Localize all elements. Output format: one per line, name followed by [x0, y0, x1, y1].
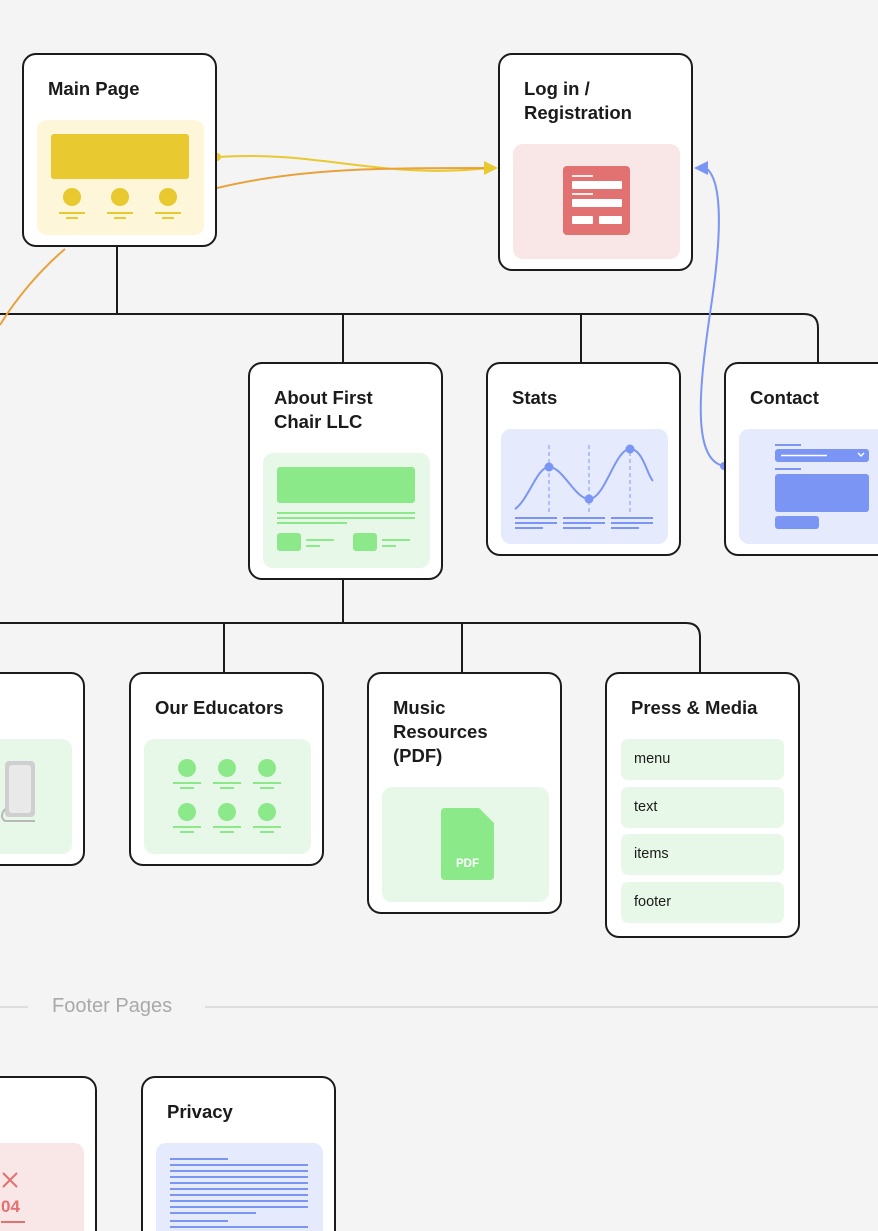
form-icon: [563, 166, 630, 235]
press-item-items[interactable]: items: [621, 834, 784, 875]
tree-connector: [0, 246, 819, 364]
tree-connector: [0, 578, 701, 673]
flow-arrow-head: [484, 161, 498, 175]
hero-banner: [51, 134, 189, 179]
login-thumbnail: [513, 144, 680, 259]
music-resources-thumbnail: PDF: [382, 787, 549, 902]
footer-section-label: Footer Pages: [52, 995, 173, 1017]
history-thumbnail: [0, 739, 72, 854]
card-title: Press & Media: [631, 697, 758, 718]
contact-thumbnail: [739, 429, 878, 544]
not-found-card[interactable]: 04: [0, 1076, 97, 1231]
about-thumbnail: [263, 453, 430, 568]
contact-card[interactable]: Contact: [724, 362, 878, 556]
stats-card[interactable]: Stats: [486, 362, 681, 556]
card-title: y: [0, 696, 67, 720]
educators-thumbnail: [144, 739, 311, 854]
not-found-thumbnail: 04: [0, 1143, 84, 1231]
press-media-card[interactable]: Press & Media menu text items footer: [605, 672, 800, 938]
card-title: About First Chair LLC: [274, 387, 373, 432]
flow-arrow-yellow: [216, 154, 491, 172]
history-card[interactable]: y: [0, 672, 85, 866]
close-icon: [2, 1172, 18, 1188]
pdf-badge: PDF: [456, 858, 479, 870]
card-title: Main Page: [48, 78, 140, 99]
card-title: Our Educators: [155, 697, 284, 718]
flow-arrow-blue: [699, 167, 725, 467]
feature-icons: [59, 188, 181, 219]
main-page-card[interactable]: Main Page: [22, 53, 217, 247]
press-item-footer[interactable]: footer: [621, 882, 784, 923]
stats-thumbnail: [501, 429, 668, 544]
educators-card[interactable]: Our Educators: [129, 672, 324, 866]
line-chart-icon: [514, 444, 654, 529]
press-item-menu[interactable]: menu: [621, 739, 784, 780]
card-title: Music Resources (PDF): [393, 697, 488, 766]
people-grid-icon: [173, 759, 281, 833]
flow-arrow-orange-left: [0, 248, 66, 326]
pdf-file-icon: [441, 808, 494, 880]
main-page-thumbnail: [37, 120, 204, 235]
privacy-thumbnail: [156, 1143, 323, 1231]
press-item-text[interactable]: text: [621, 787, 784, 828]
login-card[interactable]: Log in / Registration: [498, 53, 693, 271]
error-underline: [1, 1221, 25, 1223]
music-resources-card[interactable]: Music Resources (PDF) PDF: [367, 672, 562, 914]
about-card[interactable]: About First Chair LLC: [248, 362, 443, 580]
document-text-icon: [170, 1158, 308, 1228]
scroll-icon: [1, 761, 35, 822]
page-layout-icon: [277, 467, 415, 551]
card-title: Log in / Registration: [524, 78, 632, 123]
card-title: Stats: [512, 387, 558, 408]
flow-arrow-blue-head: [694, 161, 708, 175]
flow-arrow-orange: [216, 167, 491, 189]
error-code: 04: [1, 1197, 20, 1216]
contact-form-icon: [775, 444, 869, 529]
card-title: Privacy: [167, 1101, 233, 1122]
card-title: Contact: [750, 387, 819, 408]
privacy-card[interactable]: Privacy: [141, 1076, 336, 1231]
